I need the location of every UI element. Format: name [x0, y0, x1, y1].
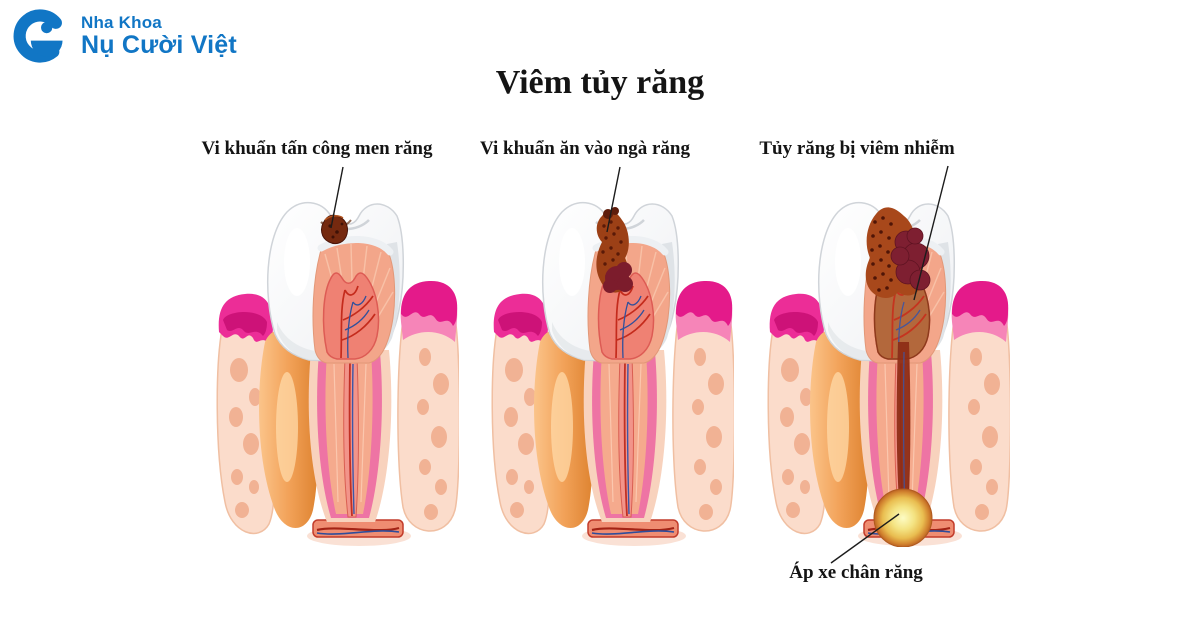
- logo-text: Nha Khoa Nụ Cười Việt: [81, 14, 237, 58]
- label-stage-1: Vi khuẩn tấn công men răng: [201, 138, 433, 159]
- label-abscess: Áp xe chân răng: [789, 562, 923, 583]
- smile-logo-icon: [13, 9, 63, 63]
- logo-subtitle: Nha Khoa: [81, 12, 162, 32]
- tooth-stage-2-illustration: [484, 192, 734, 547]
- abscess-ball: [873, 488, 933, 547]
- tooth-stage-3-illustration: [760, 192, 1010, 547]
- tooth-cross-section-base: [217, 203, 459, 546]
- decay-mass-dentin: [596, 207, 633, 293]
- label-stage-2: Vi khuẩn ăn vào ngà răng: [480, 138, 690, 159]
- diagram-title: Viêm tủy răng: [495, 64, 705, 101]
- infected-clump: [603, 262, 633, 293]
- logo-title: Nụ Cười Việt: [81, 30, 237, 59]
- tooth-stage-1-illustration: [209, 192, 459, 547]
- label-stage-3: Tủy răng bị viêm nhiễm: [759, 138, 955, 159]
- brand-logo: Nha Khoa Nụ Cười Việt: [12, 8, 237, 64]
